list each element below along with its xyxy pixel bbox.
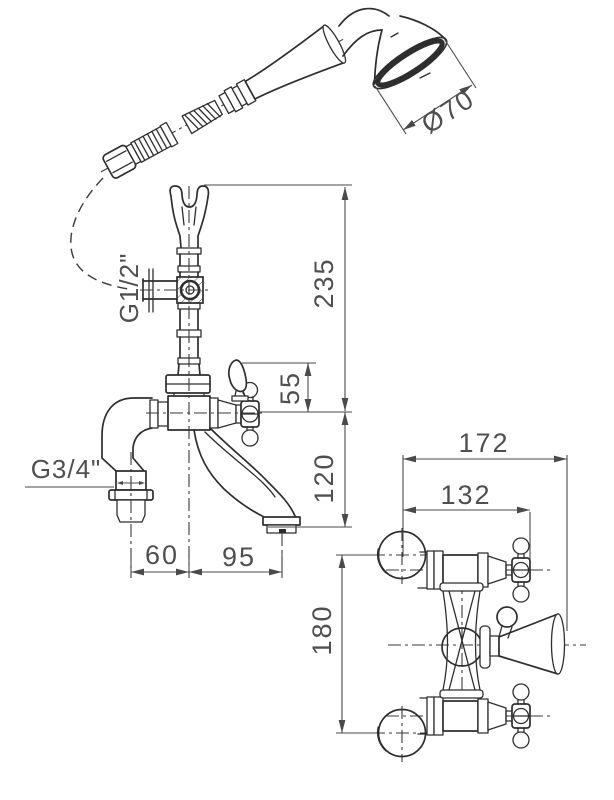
dim-label-172: 172 <box>458 428 509 458</box>
plan-dimensions: 172 132 180 <box>307 428 568 734</box>
side-view: Ø70 235 55 120 60 95 G1/2" G3/4" <box>25 7 480 578</box>
cross-handle-bottom-ball <box>241 429 259 447</box>
dim-label-120: 120 <box>309 452 339 503</box>
shower-bell-right-edge <box>399 15 446 40</box>
plan-view: 172 132 180 <box>307 428 586 762</box>
shower-head <box>338 7 448 90</box>
diverter-plan <box>479 606 566 675</box>
shower-hose <box>70 24 347 290</box>
dim-label-60: 60 <box>145 540 179 570</box>
mixer-body <box>149 359 260 447</box>
diverter-knob-plan <box>496 606 518 628</box>
dim-label-180: 180 <box>307 604 337 655</box>
hose-routing-curve <box>70 177 129 290</box>
dim-label-235: 235 <box>309 257 339 308</box>
riser-column <box>165 247 211 398</box>
spout-column-plan <box>439 582 484 699</box>
dim-label-132: 132 <box>440 480 491 510</box>
spray-face-rim <box>375 38 445 88</box>
dim-label-head-diameter: Ø70 <box>416 83 480 139</box>
valve-bonnet <box>217 399 237 429</box>
top-valve-assembly <box>426 537 531 603</box>
thread-label-g12: G1/2" <box>114 253 144 324</box>
thread-label-g34: G3/4" <box>31 454 102 484</box>
diverter-lever <box>227 359 249 402</box>
spout-aerator <box>262 516 301 526</box>
inlet-elbow <box>101 397 154 523</box>
side-view-dimensions: Ø70 235 55 120 60 95 G1/2" G3/4" <box>25 39 480 578</box>
dim-label-55: 55 <box>275 371 305 405</box>
shower-cradle <box>169 185 210 249</box>
hose-spring-section <box>181 99 224 135</box>
dim-label-95: 95 <box>222 542 256 572</box>
hose-centerline <box>100 38 344 173</box>
